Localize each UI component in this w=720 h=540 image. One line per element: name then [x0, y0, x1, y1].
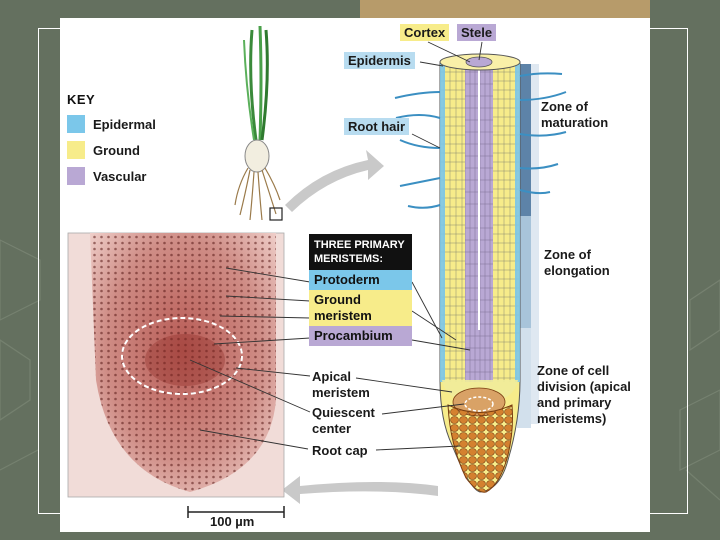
meristem-procambium: Procambium [309, 326, 412, 346]
ground-swatch [67, 141, 85, 159]
label-cortex: Cortex [400, 24, 450, 41]
label-stele: Stele [457, 24, 497, 41]
key-item-ground: Ground [67, 137, 217, 163]
label-zone-elongation: Zone of elongation [544, 247, 610, 278]
title-tab [360, 0, 650, 18]
label-scale-bar: 100 µm [210, 514, 255, 529]
micrograph [67, 232, 285, 498]
meristem-protoderm: Protoderm [309, 270, 412, 290]
root-hairs [394, 72, 567, 209]
key-label: Epidermal [93, 116, 156, 132]
primary-meristems-panel: THREE PRIMARY MERISTEMS: Protoderm Groun… [309, 234, 412, 346]
color-key: KEY Epidermal Ground Vascular [67, 92, 217, 189]
key-label: Vascular [93, 168, 147, 184]
vascular-swatch [67, 167, 85, 185]
label-quiescent-center: Quiescent center [312, 405, 375, 436]
zoom-arrows [282, 150, 438, 504]
label-epidermis: Epidermis [344, 52, 415, 69]
key-item-vascular: Vascular [67, 163, 217, 189]
meristems-title: THREE PRIMARY MERISTEMS: [309, 234, 412, 270]
scale-bar [187, 506, 285, 518]
root-longitudinal-section [439, 53, 521, 493]
label-zone-division: Zone of cell division (apical and primar… [537, 363, 631, 426]
label-apical-meristem: Apical meristem [312, 369, 370, 400]
epidermal-swatch [67, 115, 85, 133]
key-label: Ground [93, 142, 140, 158]
key-item-epidermal: Epidermal [67, 111, 217, 137]
label-zone-maturation: Zone of maturation [541, 99, 609, 130]
label-root-cap: Root cap [312, 443, 368, 458]
label-root-hair: Root hair [344, 118, 410, 135]
meristem-ground: Ground meristem [309, 290, 412, 326]
onion-seedling-icon [234, 25, 283, 221]
key-title: KEY [67, 92, 96, 107]
leader-lines [189, 41, 483, 451]
